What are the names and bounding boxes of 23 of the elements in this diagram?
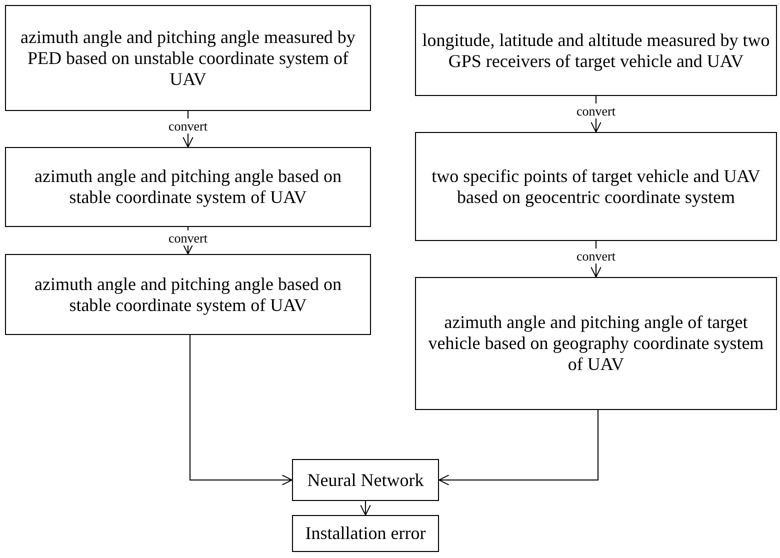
process-box xyxy=(415,277,777,410)
process-box xyxy=(5,5,371,111)
edge-label: convert xyxy=(166,118,210,134)
box-text: azimuth angle and pitching angle based on stable coordinate system of UAV xyxy=(34,166,342,208)
process-box xyxy=(415,132,777,241)
process-box xyxy=(415,5,777,96)
box-text: two specific points of target vehicle and UAV based on geocentric coordinate system xyxy=(430,166,762,208)
process-box xyxy=(5,254,371,335)
arrow xyxy=(190,334,292,486)
arrow xyxy=(360,500,371,516)
box-text: Neural Network xyxy=(307,470,424,490)
edge-label: convert xyxy=(574,104,618,119)
process-box xyxy=(5,147,371,227)
box-text: azimuth angle and pitching angle of target vehicle based on geography coordinate system of UAV xyxy=(427,312,765,375)
process-box xyxy=(292,459,439,501)
arrow xyxy=(438,410,598,486)
box-text: azimuth angle and pitching angle based on stable coordinate system of UAV xyxy=(34,274,342,316)
box-text: Installation error xyxy=(305,523,426,544)
process-box xyxy=(292,515,439,552)
edge-label: convert xyxy=(166,230,210,246)
box-text: longitude, latitude and altitude measured by two GPS receivers of target vehicle and UAV xyxy=(422,30,770,72)
edge-label: convert xyxy=(574,248,618,264)
box-text: azimuth angle and pitching angle measured by PED based on unstable coordinate system of UAV xyxy=(20,26,356,90)
